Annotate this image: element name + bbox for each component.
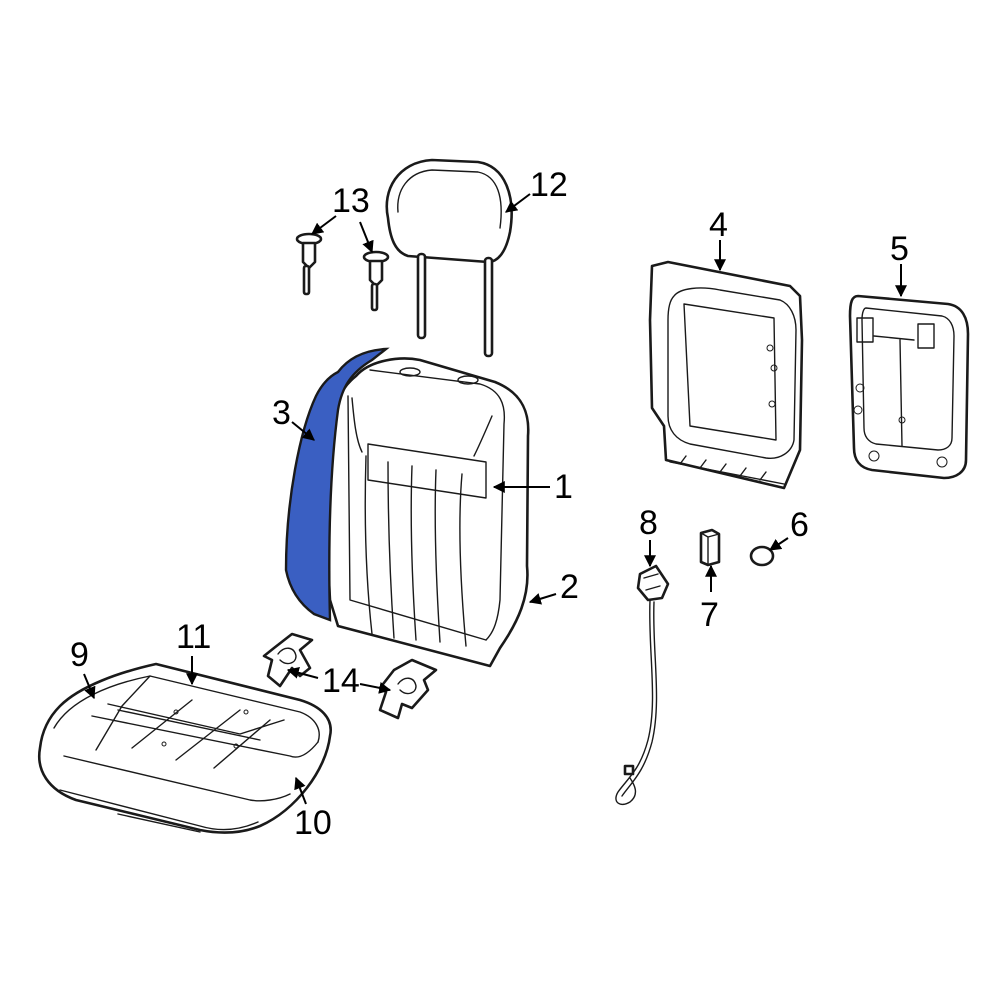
seat-back[interactable] xyxy=(284,347,530,668)
plug[interactable] xyxy=(749,545,775,567)
leader-6 xyxy=(769,537,789,551)
seat-cushion[interactable] xyxy=(37,662,332,834)
headrest-guide-right[interactable] xyxy=(362,250,390,312)
callout-2: 2 xyxy=(560,568,579,606)
leader-12 xyxy=(505,193,531,213)
headrest-guide-left[interactable] xyxy=(295,232,323,296)
callout-8: 8 xyxy=(639,504,658,542)
headrest[interactable] xyxy=(385,158,513,358)
leader-3 xyxy=(291,421,315,441)
clip[interactable] xyxy=(699,528,721,567)
callout-1: 1 xyxy=(554,468,573,506)
leader-14-right xyxy=(359,681,392,694)
callout-3: 3 xyxy=(272,394,291,432)
callout-labels: 1 2 3 4 5 6 7 8 9 10 11 12 13 14 xyxy=(70,166,909,842)
callout-5: 5 xyxy=(890,230,909,268)
callout-leaders xyxy=(83,193,907,805)
wire-harness[interactable] xyxy=(615,564,670,806)
seat-back-panel[interactable] xyxy=(648,260,804,490)
callout-13: 13 xyxy=(332,182,370,220)
seat-back-side-panel-highlight xyxy=(284,347,390,622)
callout-4: 4 xyxy=(709,206,728,244)
callout-12: 12 xyxy=(530,166,568,204)
leader-10 xyxy=(294,776,307,805)
seat-back-cover[interactable] xyxy=(848,294,970,480)
callout-7: 7 xyxy=(700,596,719,634)
leader-2 xyxy=(528,593,557,605)
leader-13-right xyxy=(359,221,374,254)
hinge-cover-left[interactable] xyxy=(262,632,314,688)
leader-14-left xyxy=(286,666,319,679)
leader-13-left xyxy=(311,215,337,235)
callout-14: 14 xyxy=(322,662,360,700)
leader-9 xyxy=(83,673,96,700)
callout-11: 11 xyxy=(176,618,211,656)
callout-9: 9 xyxy=(70,636,89,674)
callout-6: 6 xyxy=(790,506,809,544)
callout-10: 10 xyxy=(294,804,332,842)
